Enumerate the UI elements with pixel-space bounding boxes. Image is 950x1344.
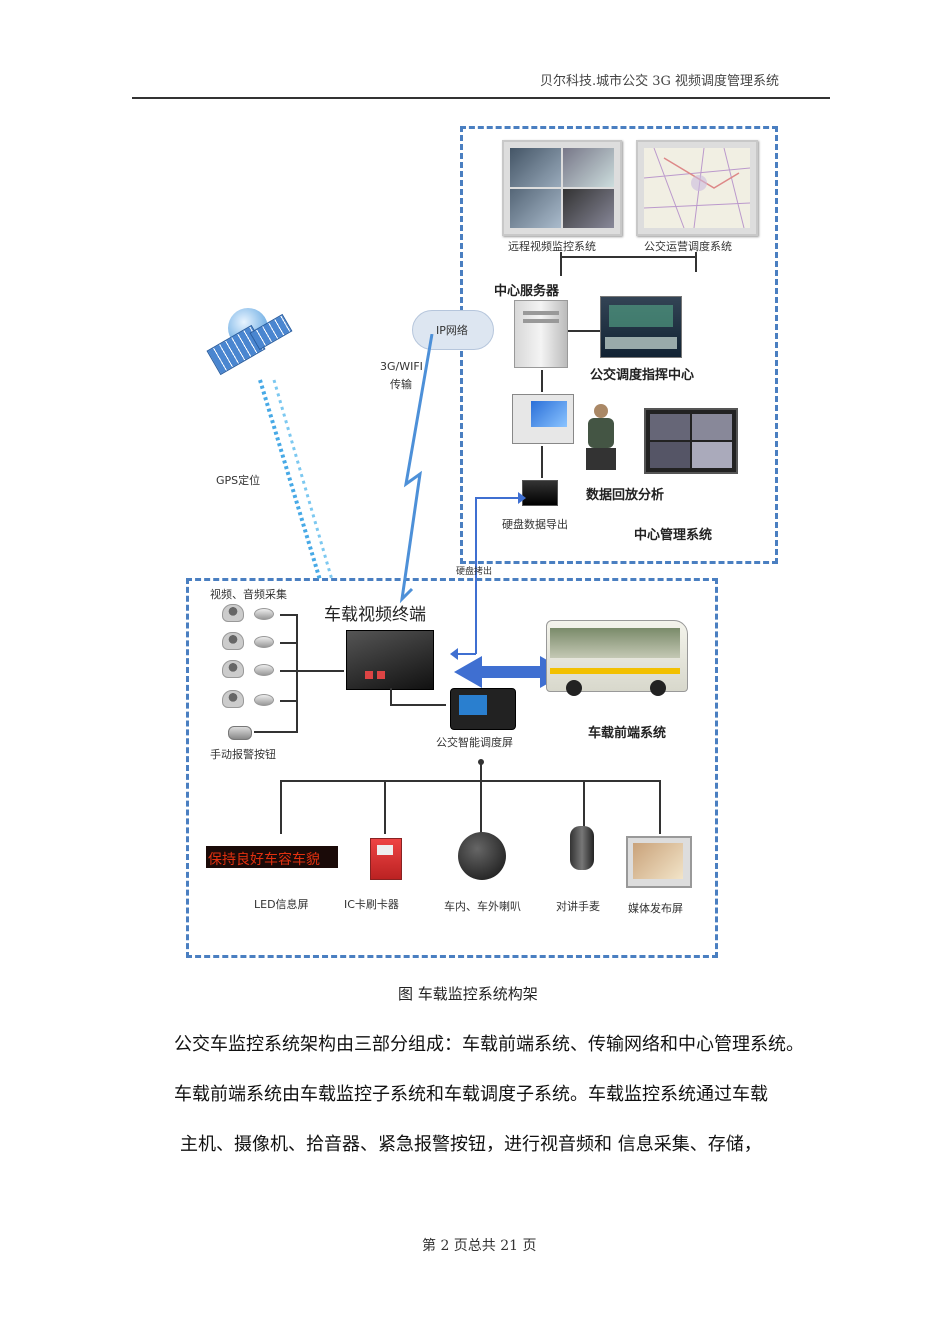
- peripheral-bus-line: [280, 780, 660, 782]
- terminal-label: 车载视频终端: [324, 605, 426, 625]
- command-center-label: 公交调度指挥中心: [590, 368, 695, 383]
- camera-icon: [222, 632, 244, 650]
- frontend-system-label: 车载前端系统: [588, 726, 667, 741]
- microphone-icon: [254, 636, 274, 648]
- alarm-button-label: 手动报警按钮: [210, 748, 276, 761]
- server-icon: [514, 300, 568, 368]
- body-paragraph-line-2: 车载前端系统由车载监控子系统和车载调度子系统。车载监控系统通过车载: [174, 1084, 768, 1105]
- map-monitor: [636, 140, 758, 236]
- operator-icon: [578, 404, 624, 472]
- dispatch-screen-label: 公交智能调度屏: [436, 736, 513, 749]
- camera-icon: [222, 690, 244, 708]
- vehicle-terminal-device: [346, 630, 434, 690]
- header-rule: [132, 97, 830, 99]
- wireless-label-2: 传输: [390, 378, 412, 391]
- microphone-icon: [254, 664, 274, 676]
- ic-card-reader-icon: [370, 838, 402, 880]
- led-display-text: 保持良好车容车貌: [208, 852, 320, 868]
- led-display: 保持良好车容车貌: [206, 846, 338, 868]
- microphone-icon: [254, 608, 274, 620]
- media-screen-label: 媒体发布屏: [628, 902, 683, 915]
- page-footer: 第 2 页总共 21 页: [422, 1238, 537, 1254]
- monitor-connector: [560, 256, 696, 258]
- figure-caption: 图 车载监控系统构架: [398, 985, 538, 1003]
- speaker-label: 车内、车外喇叭: [444, 900, 521, 913]
- handset-label: 对讲手麦: [556, 900, 600, 913]
- microphone-icon: [254, 694, 274, 706]
- camera-icon: [222, 660, 244, 678]
- playback-monitor: [644, 408, 738, 474]
- disk-export-device: [522, 480, 558, 506]
- remote-video-monitor: [502, 140, 622, 236]
- vehicle-box: [186, 578, 718, 958]
- bidirectional-arrow: [454, 656, 568, 688]
- wireless-link-icon: [399, 334, 434, 604]
- body-paragraph-line-3: 主机、摄像机、拾音器、紧急报警按钮，进行视音频和 信息采集、存储，: [180, 1134, 762, 1155]
- center-mgmt-label: 中心管理系统: [634, 528, 713, 543]
- ip-network-cloud: [412, 310, 494, 350]
- disk-copy-arrow: [450, 492, 526, 660]
- bus-dispatch-system-label: 公交运营调度系统: [644, 240, 732, 253]
- camera-icon: [222, 604, 244, 622]
- bus-image: [546, 616, 692, 700]
- body-paragraph-line-1: 公交车监控系统架构由三部分组成：车载前端系统、传输网络和中心管理系统。: [174, 1034, 804, 1055]
- architecture-diagram: 远程视频监控系统 公交运营调度系统 中心服务器 IP网络 公交调度指挥中心: [186, 126, 778, 958]
- disk-copy-label: 硬盘拷出: [456, 567, 493, 577]
- ic-card-label: IC卡刷卡器: [344, 898, 399, 911]
- gps-label: GPS定位: [216, 474, 261, 487]
- gps-signal: [258, 379, 334, 581]
- wireless-label-1: 3G/WIFI: [380, 360, 423, 373]
- remote-video-label: 远程视频监控系统: [508, 240, 596, 253]
- led-label: LED信息屏: [254, 898, 309, 911]
- data-playback-label: 数据回放分析: [586, 488, 665, 503]
- ip-network-label: IP网络: [436, 324, 468, 337]
- alarm-button-icon: [228, 726, 252, 740]
- document-header-title: 贝尔科技.城市公交 3G 视频调度管理系统: [540, 74, 780, 89]
- dispatch-screen-device: [450, 688, 516, 730]
- media-screen-icon: [626, 836, 692, 888]
- av-capture-label: 视频、音频采集: [210, 588, 287, 601]
- speaker-icon: [458, 832, 506, 880]
- handset-icon: [570, 826, 594, 870]
- workstation-icon: [512, 394, 574, 444]
- disk-export-label: 硬盘数据导出: [502, 518, 568, 531]
- satellite-icon: [206, 306, 296, 384]
- command-center-image: [600, 296, 682, 358]
- server-label: 中心服务器: [494, 284, 560, 299]
